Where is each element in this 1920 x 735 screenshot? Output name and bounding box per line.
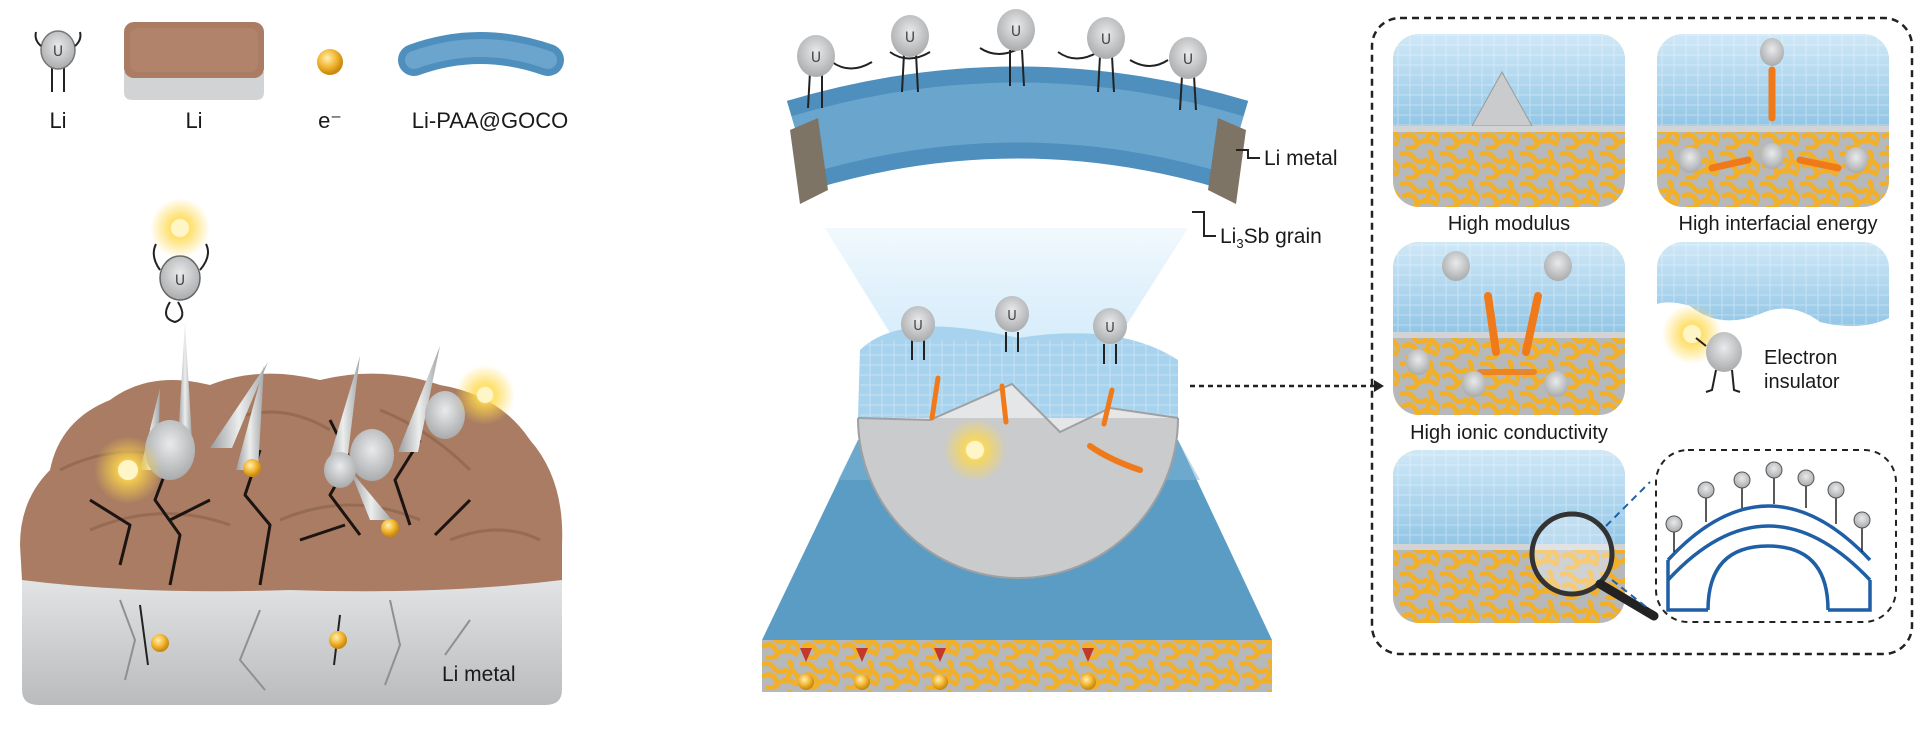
arc-label-li-metal: Li metal: [1264, 147, 1338, 170]
svg-text:U: U: [1101, 32, 1111, 48]
li-metal-legend-block: [124, 22, 264, 100]
arc-label-grain: Li3Sb grain: [1220, 226, 1322, 250]
caption-electron-insulator-line2: insulator: [1764, 371, 1840, 393]
legend-label-li-metal: Li: [185, 108, 203, 133]
composite-li-layer: [762, 640, 1272, 692]
legend-label-electron: e⁻: [318, 108, 342, 133]
magnified-interface-dome: [857, 326, 1179, 579]
leader-line-grain: [1192, 211, 1216, 237]
li-ion-chain: U U U U U: [797, 9, 1207, 111]
caption-electron-insulator-line1: Electron: [1764, 347, 1838, 369]
svg-text:U: U: [1011, 24, 1021, 40]
arc-label-grain-prefix: Li: [1220, 225, 1237, 248]
caption-high-interfacial-energy: High interfacial energy: [1678, 213, 1878, 235]
li-ions-on-dome: U U U: [901, 296, 1127, 364]
left-base-label: Li metal: [442, 663, 516, 686]
panel-interface-zoom: [1393, 450, 1625, 623]
li-metal-base: [22, 575, 562, 705]
legend-label-coating: Li-PAA@GOCO: [411, 108, 569, 133]
svg-text:U: U: [905, 30, 915, 46]
right-panel-mechanisms: [1370, 16, 1914, 656]
magnifier-icon: [1529, 511, 1659, 621]
inset-arc-panel: [1655, 449, 1897, 623]
center-panel-coated-anode: U U U U U U: [762, 9, 1384, 692]
leader-line-li-metal: [1236, 149, 1260, 159]
li-ion-legend-icon: U: [34, 30, 82, 92]
panel-high-modulus: [1393, 34, 1625, 207]
mechanism-frame: [1370, 16, 1914, 656]
zoom-connector: [1605, 481, 1651, 611]
legend: U: [34, 22, 564, 100]
arc-label-grain-suffix: Sb grain: [1243, 225, 1322, 248]
panel-high-ionic-conductivity: [1393, 242, 1625, 415]
panel-electron-insulator: [1657, 242, 1889, 415]
electron-insulator-figure: [1662, 304, 1742, 393]
svg-text:U: U: [811, 50, 821, 66]
svg-text:U: U: [1183, 52, 1193, 68]
svg-text:U: U: [913, 319, 923, 334]
svg-text:U: U: [175, 273, 185, 289]
legend-label-li-ion: Li: [49, 108, 67, 133]
arc-label-grain-subscript: 3: [1236, 236, 1244, 252]
electron-glow-group: [94, 198, 515, 652]
svg-text:U: U: [1007, 309, 1017, 324]
panel-high-interfacial-energy: [1657, 34, 1889, 207]
caption-high-ionic-conductivity: High ionic conductivity: [1410, 422, 1608, 444]
left-panel-dendrite-growth: U: [20, 198, 563, 705]
caption-high-modulus: High modulus: [1447, 213, 1571, 235]
svg-text:U: U: [1105, 321, 1115, 336]
coating-legend-icon: [398, 32, 564, 76]
coating-arc: [786, 66, 1249, 204]
electron-legend-icon: [317, 49, 343, 75]
svg-text:U: U: [53, 44, 63, 60]
